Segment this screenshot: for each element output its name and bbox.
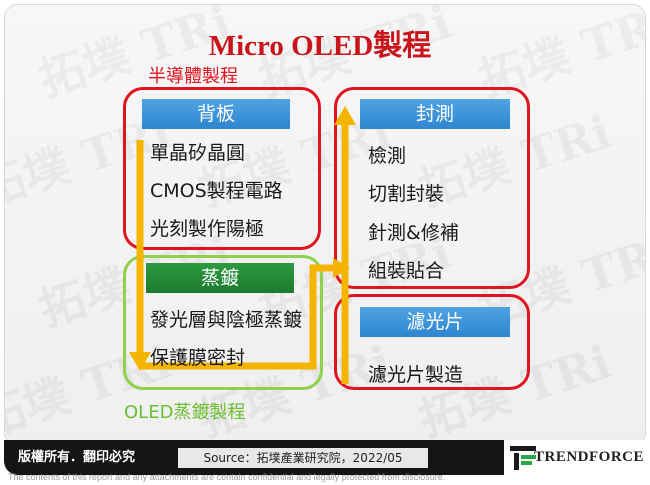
source-citation: Source：拓墣產業研究院，2022/05 bbox=[178, 448, 428, 468]
packaging-test-item: 組裝貼合 bbox=[368, 260, 445, 282]
color-filter-label: 濾光片 bbox=[360, 307, 510, 337]
packaging-test-item: 針測&修補 bbox=[368, 222, 459, 244]
trendforce-logo-icon bbox=[510, 446, 536, 470]
backplane-item: 單晶矽晶圓 bbox=[150, 142, 246, 164]
arrow-down-head bbox=[129, 352, 151, 371]
packaging-test-item: 切割封裝 bbox=[368, 183, 445, 205]
color-filter-item: 濾光片製造 bbox=[368, 364, 464, 386]
backplane-label: 背板 bbox=[142, 99, 290, 129]
arrow-up-head bbox=[334, 106, 356, 125]
arrow-connector-line bbox=[140, 264, 335, 370]
backplane-item: CMOS製程電路 bbox=[150, 180, 283, 202]
backplane-frame bbox=[123, 87, 321, 250]
backplane-item: 光刻製作陽極 bbox=[150, 218, 265, 240]
section-label-semiconductor: 半導體製程 bbox=[148, 66, 238, 87]
evaporation-frame bbox=[123, 255, 323, 390]
evaporation-item: 發光層與陰極蒸鍍 bbox=[150, 309, 303, 331]
color-filter-frame bbox=[334, 294, 530, 390]
slide-background: 拓墣 TRi 拓墣 TRi 拓墣 TRi 拓墣 TRi 拓墣 TRi 拓墣 TR… bbox=[4, 4, 646, 446]
packaging-test-label: 封測 bbox=[360, 99, 510, 129]
brand-logo: TRENDFORCE bbox=[504, 440, 648, 475]
page-title: Micro OLED製程 bbox=[208, 30, 432, 62]
section-label-oled-evaporation: OLED蒸鍍製程 bbox=[124, 402, 246, 423]
packaging-test-item: 檢測 bbox=[368, 145, 407, 167]
brand-name: TRENDFORCE bbox=[534, 449, 645, 465]
footer-bar: 版權所有．翻印必究 Source：拓墣產業研究院，2022/05 TRENDFO… bbox=[4, 440, 648, 475]
disclaimer-text: The contents of this report and any atta… bbox=[8, 472, 446, 482]
evaporation-label: 蒸鍍 bbox=[146, 263, 294, 293]
packaging-test-frame bbox=[334, 87, 530, 289]
copyright-notice: 版權所有．翻印必究 bbox=[18, 450, 136, 465]
evaporation-item: 保護膜密封 bbox=[150, 347, 246, 369]
